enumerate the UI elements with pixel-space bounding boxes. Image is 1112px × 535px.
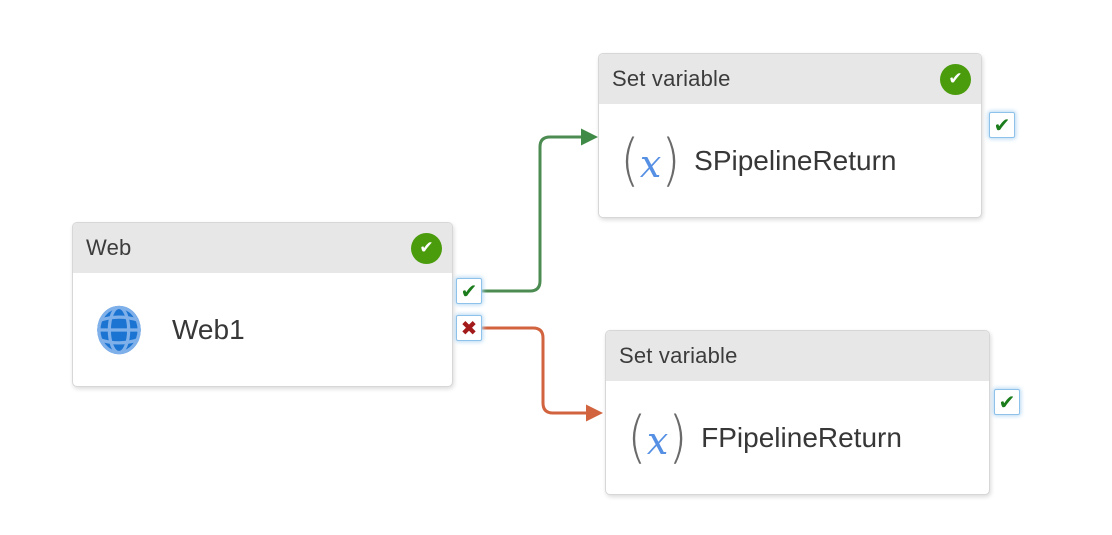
activity-node-web1[interactable]: Web ✔ Web1 <box>72 222 453 387</box>
status-succeeded-badge: ✔ <box>411 232 442 264</box>
globe-icon <box>93 301 145 359</box>
node-body: ( x ) FPipelineReturn <box>606 381 989 495</box>
node-body: ( x ) SPipelineReturn <box>599 104 981 218</box>
check-icon: ✔ <box>460 279 478 303</box>
spipelinereturn-success-port[interactable]: ✔ <box>989 112 1015 138</box>
status-succeeded-badge: ✔ <box>940 63 971 95</box>
check-icon: ✔ <box>419 238 434 258</box>
web1-failure-port[interactable]: ✖ <box>456 315 482 341</box>
node-header: Web ✔ <box>73 223 452 273</box>
check-icon: ✔ <box>998 390 1016 414</box>
node-body: Web1 <box>73 273 452 387</box>
activity-name: FPipelineReturn <box>701 422 902 453</box>
node-header: Set variable <box>606 331 989 381</box>
fpipelinereturn-success-port[interactable]: ✔ <box>994 389 1020 415</box>
success-connector[interactable] <box>482 128 598 293</box>
activity-type-label: Web <box>86 235 132 260</box>
web1-success-port[interactable]: ✔ <box>456 278 482 304</box>
activity-node-spipelinereturn[interactable]: Set variable ✔ ( x ) SPipelineReturn <box>598 53 982 218</box>
activity-node-fpipelinereturn[interactable]: Set variable ( x ) FPipelineReturn <box>605 330 990 495</box>
activity-type-label: Set variable <box>619 343 738 368</box>
activity-name: Web1 <box>172 314 245 345</box>
activity-name: SPipelineReturn <box>694 145 897 176</box>
check-icon: ✔ <box>993 113 1011 137</box>
set-variable-icon: ( x ) <box>620 128 681 193</box>
cross-icon: ✖ <box>460 316 478 340</box>
activity-type-label: Set variable <box>612 66 731 91</box>
check-icon: ✔ <box>948 69 963 89</box>
failure-connector[interactable] <box>482 326 603 422</box>
set-variable-icon: ( x ) <box>627 405 688 470</box>
node-header: Set variable ✔ <box>599 54 981 104</box>
